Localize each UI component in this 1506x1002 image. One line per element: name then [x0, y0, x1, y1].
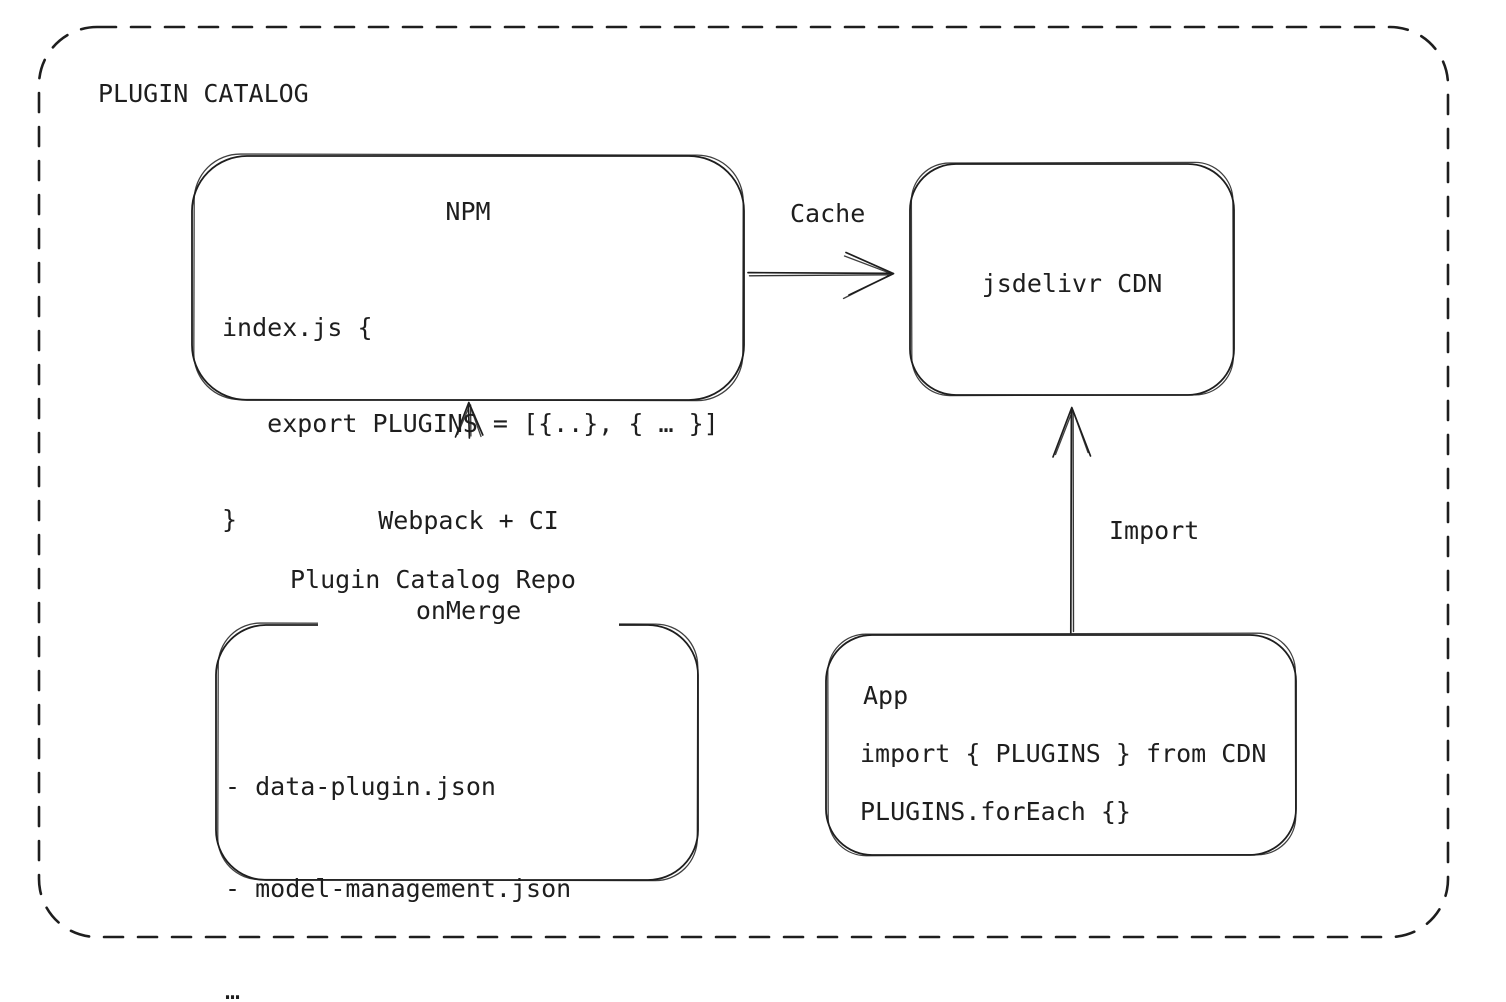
npm-node-title: NPM: [445, 197, 491, 226]
npm-node-outline: [191, 153, 745, 402]
plugin-catalog-frame: [37, 25, 1450, 939]
npm-code-line-3: }: [222, 505, 238, 534]
cache-arrow-label: Cache: [790, 199, 866, 228]
npm-code-line-2: export PLUGINS = [{..}, { … }]: [222, 409, 719, 438]
cache-arrow: [747, 251, 895, 300]
cdn-node-label: jsdelivr CDN: [981, 269, 1163, 298]
app-node-outline: [825, 632, 1297, 857]
app-node-title: App: [863, 681, 909, 710]
repo-file-line-2: - model-management.json: [225, 874, 572, 903]
repo-file-list: - data-plugin.json - model-management.js…: [225, 702, 571, 1002]
npm-code-line-1: index.js {: [222, 313, 373, 342]
build-arrow-label-line-2: onMerge: [415, 596, 522, 625]
cdn-node-outline: [909, 161, 1235, 397]
app-code-line-2: PLUGINS.forEach {}: [860, 797, 1131, 826]
app-code-line-1: import { PLUGINS } from CDN: [860, 739, 1267, 768]
diagram-title: PLUGIN CATALOG: [98, 79, 309, 108]
import-arrow-label: Import: [1109, 516, 1200, 545]
npm-code-block: index.js { export PLUGINS = [{..}, { … }…: [222, 248, 719, 600]
build-arrow-label-line-1: Webpack + CI: [378, 506, 559, 535]
import-arrow: [1052, 406, 1092, 634]
repo-file-line-3: …: [225, 976, 241, 1002]
repo-node-label: Plugin Catalog Repo: [290, 565, 576, 594]
build-arrow-label: Webpack + CI onMerge: [318, 446, 619, 686]
repo-file-line-1: - data-plugin.json: [225, 772, 496, 801]
